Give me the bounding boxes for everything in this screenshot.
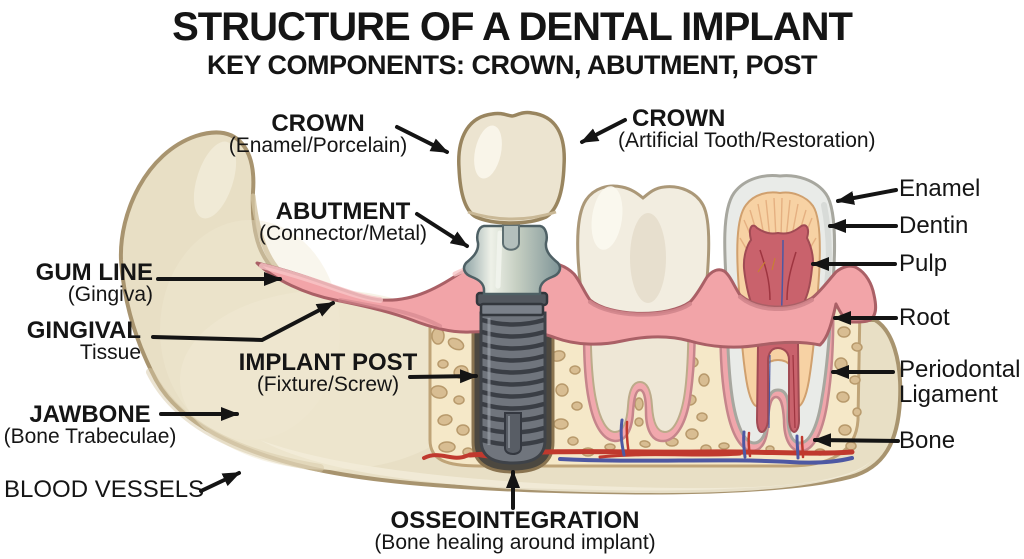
- label-implant-post: IMPLANT POST (Fixture/Screw): [238, 349, 418, 396]
- label-pulp: Pulp: [899, 250, 948, 277]
- arrow-implant-post: [408, 369, 478, 384]
- implant-crown-shape: [457, 110, 566, 225]
- header: STRUCTURE OF A DENTAL IMPLANT KEY COMPON…: [0, 4, 1024, 80]
- arrow-abutment: [415, 212, 469, 248]
- label-jawbone: JAWBONE (Bone Trabeculae): [3, 401, 177, 448]
- arrow-blood-vessels: [199, 471, 241, 493]
- arrow-enamel: [836, 188, 898, 205]
- implant-collar-shape: [475, 291, 549, 317]
- label-periodontal-ligament: Periodontal Ligament: [899, 356, 1021, 408]
- page-title: STRUCTURE OF A DENTAL IMPLANT: [172, 5, 853, 49]
- label-enamel: Enamel: [899, 175, 981, 202]
- abutment-shape: [462, 224, 562, 296]
- label-osseointegration: OSSEOINTEGRATION (Bone healing around im…: [374, 507, 656, 554]
- label-root: Root: [899, 304, 950, 331]
- arrow-gingival: [151, 301, 335, 343]
- label-bone: Bone: [899, 427, 956, 454]
- label-blood-vessels: BLOOD VESSELS: [4, 476, 205, 503]
- gum-tissue-shape: [255, 260, 878, 349]
- arrow-bone: [813, 433, 900, 448]
- arrow-crown-right: [580, 118, 627, 144]
- label-gum-line: GUM LINE (Gingiva): [35, 259, 153, 306]
- arrow-crown-left: [395, 125, 449, 154]
- page-subtitle: KEY COMPONENTS: CROWN, ABUTMENT, POST: [206, 50, 818, 80]
- implant-post-shape: [479, 311, 547, 465]
- label-abutment: ABUTMENT (Connector/Metal): [258, 198, 428, 245]
- leader-arrows: [151, 118, 900, 510]
- label-gingival-tissue: GINGIVAL Tissue: [26, 317, 141, 364]
- label-dentin: Dentin: [899, 212, 969, 239]
- label-crown-left: CROWN (Enamel/Porcelain): [228, 110, 408, 157]
- label-crown-right: CROWN (Artificial Tooth/Restoration): [618, 105, 876, 152]
- pulp-vessels: [757, 239, 797, 429]
